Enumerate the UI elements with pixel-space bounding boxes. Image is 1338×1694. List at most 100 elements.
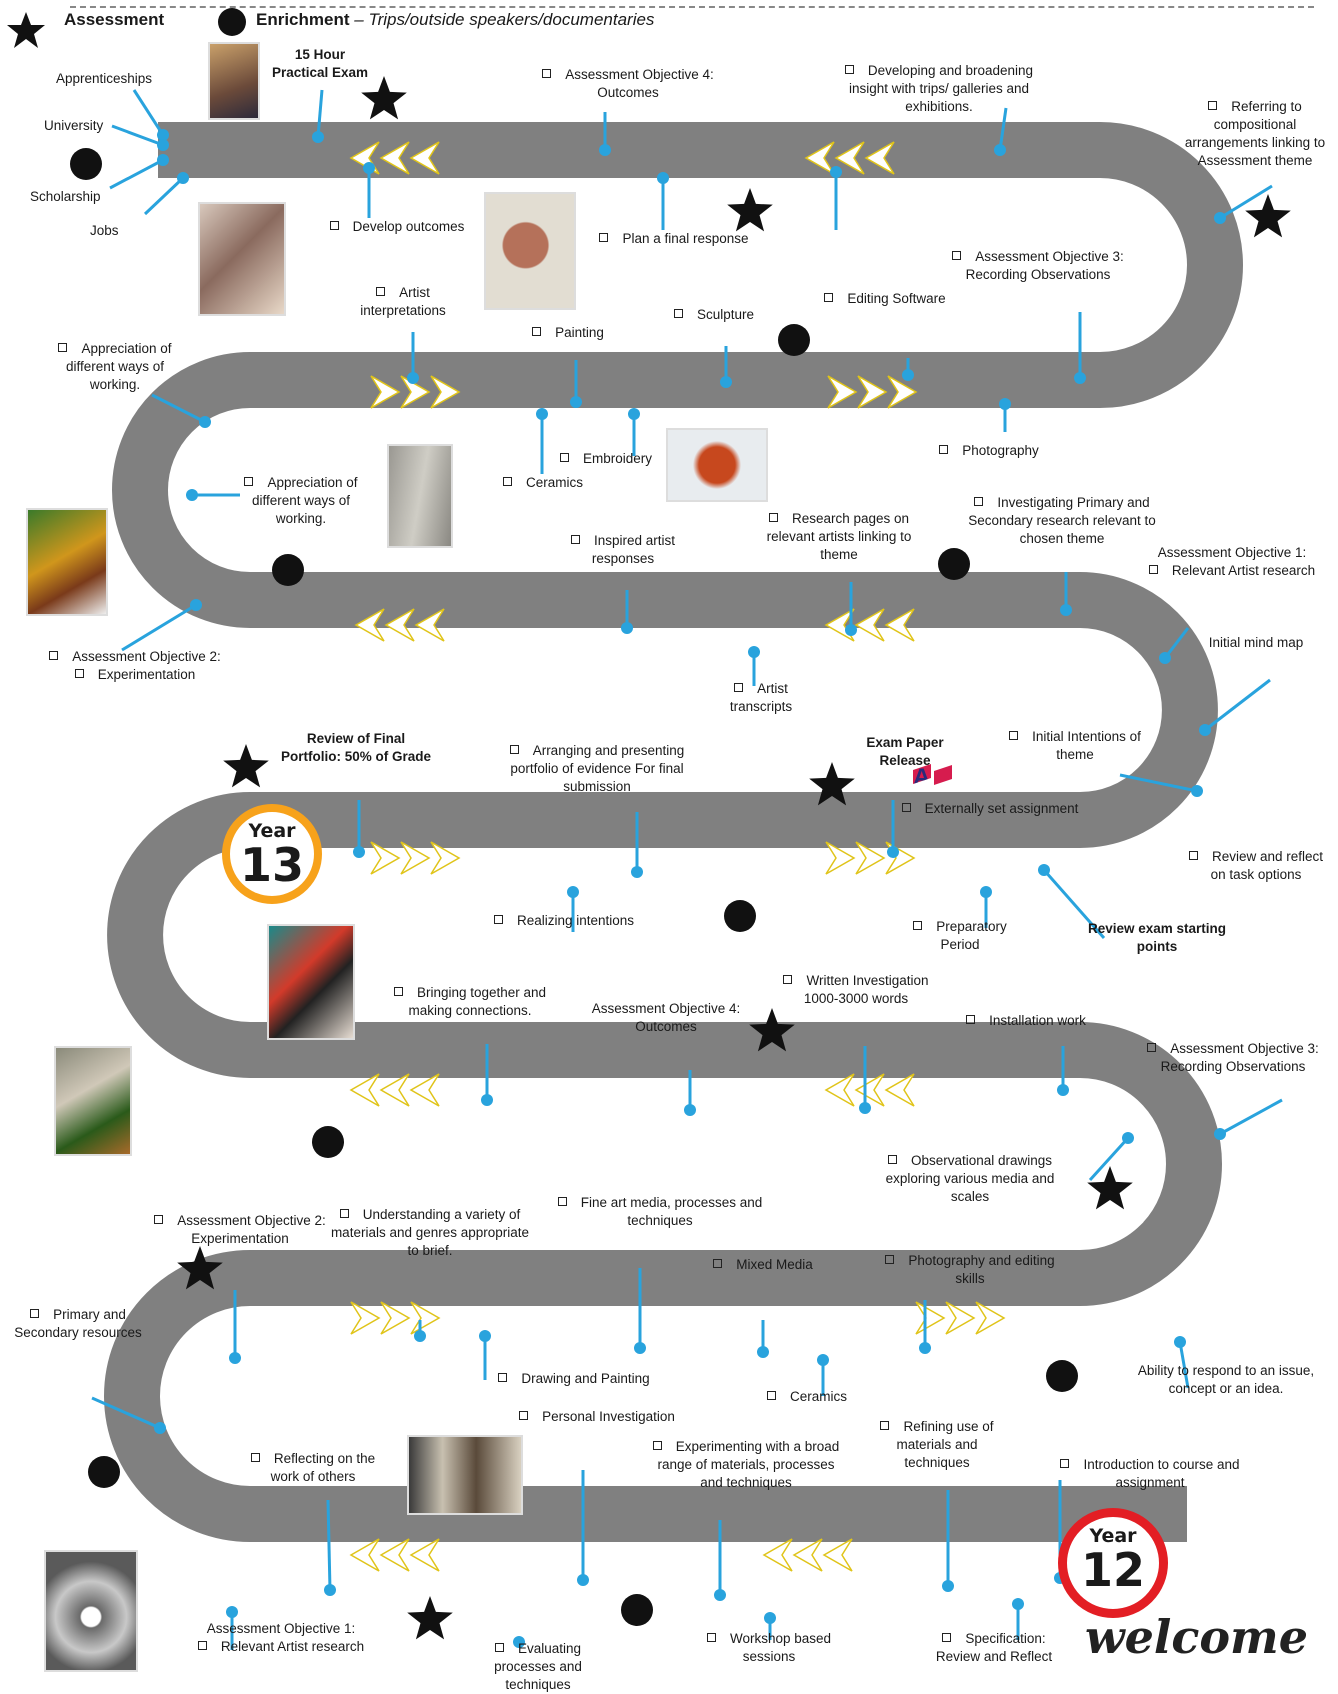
label-text: Installation work xyxy=(989,1013,1086,1028)
chevron-arrow xyxy=(379,1538,410,1572)
connector-dot xyxy=(859,1102,871,1114)
enrichment-circle-icon xyxy=(70,148,102,180)
connector-dot xyxy=(577,1574,589,1586)
chevron-arrow xyxy=(824,1073,855,1107)
label-text: Inspired artist responses xyxy=(591,533,676,566)
label-text: Photography xyxy=(962,443,1039,458)
checkbox-icon xyxy=(768,513,778,522)
connector-dot xyxy=(1057,1084,1069,1096)
label-painting: Painting xyxy=(518,324,618,342)
checkbox-icon xyxy=(509,745,519,754)
connector-dot xyxy=(1214,1128,1226,1140)
label-text: Assessment Objective 3: Recording Observ… xyxy=(965,249,1124,282)
chevron-arrow xyxy=(854,608,885,642)
label-text: Written Investigation 1000-3000 words xyxy=(803,973,929,1006)
connector-line xyxy=(1219,1098,1283,1136)
checkbox-icon xyxy=(570,535,580,544)
connector-line xyxy=(1204,678,1271,732)
connector-line xyxy=(1178,1341,1190,1389)
label-text: Personal Investigation xyxy=(542,1409,675,1424)
chevron-arrow xyxy=(380,1301,411,1335)
label-review-reflect-task: Review and reflect on task options xyxy=(1186,848,1326,884)
label-ao2-y12: Assessment Objective 2: Experimentation xyxy=(140,1212,340,1248)
checkbox-icon xyxy=(766,1391,776,1400)
label-understanding: Understanding a variety of materials and… xyxy=(330,1206,530,1260)
label-ao1-y13: Assessment Objective 1:Relevant Artist r… xyxy=(1134,544,1330,580)
checkbox-icon xyxy=(494,1643,504,1652)
connector-dot xyxy=(887,846,899,858)
chevron-arrow xyxy=(350,1301,381,1335)
label-text: Evaluating processes and techniques xyxy=(494,1641,582,1692)
aqa-logo: AQA xyxy=(910,762,990,790)
checkbox-icon xyxy=(154,1215,164,1224)
connector-dot xyxy=(748,646,760,658)
label-appreciation-1: Appreciation of different ways of workin… xyxy=(40,340,190,394)
connector-dot xyxy=(817,1354,829,1366)
welcome-text: welcome xyxy=(1085,1610,1308,1664)
label-ao3-y12: Assessment Objective 3: Recording Observ… xyxy=(1128,1040,1338,1076)
label-text: Assessment Objective 1: xyxy=(206,1621,356,1636)
label-text: Developing and broadening insight with t… xyxy=(848,63,1034,114)
checkbox-icon xyxy=(376,287,386,296)
label-workshop: Workshop based sessions xyxy=(704,1630,834,1666)
checkbox-icon xyxy=(244,477,254,486)
connector-dot xyxy=(157,139,169,151)
connector-line xyxy=(91,1396,161,1430)
label-investigating: Investigating Primary and Secondary rese… xyxy=(952,494,1172,548)
connector-dot xyxy=(154,1422,166,1434)
year12-number: 12 xyxy=(1080,1543,1145,1597)
chevron-arrow xyxy=(384,608,415,642)
label-experimenting: Experimenting with a broad range of mate… xyxy=(646,1438,846,1492)
chevron-arrow xyxy=(409,1538,440,1572)
label-compositional: Referring to compositional arrangements … xyxy=(1180,98,1330,170)
checkbox-icon xyxy=(880,1421,890,1430)
label-text: Embroidery xyxy=(582,451,653,466)
label-specification: Specification: Review and Reflect xyxy=(926,1630,1062,1666)
connector-dot xyxy=(363,162,375,174)
label-ability: Ability to respond to an issue, concept … xyxy=(1137,1363,1315,1396)
checkbox-icon xyxy=(901,803,911,812)
connector-dot xyxy=(312,131,324,143)
checkbox-icon xyxy=(74,669,84,678)
connector-line xyxy=(111,124,164,147)
label-text: Externally set assignment xyxy=(924,801,1079,816)
enrichment-circle-icon xyxy=(724,900,756,932)
chevron-arrow xyxy=(884,1073,915,1107)
label-primary-secondary: Primary and Secondary resources xyxy=(8,1306,148,1342)
label-refining: Refining use of materials and techniques xyxy=(862,1418,1012,1472)
chevron-arrow xyxy=(400,841,431,875)
checkbox-icon xyxy=(339,1209,349,1218)
label-ao1-y12: Assessment Objective 1:Relevant Artist r… xyxy=(186,1620,376,1656)
artwork-image xyxy=(387,444,453,548)
chevron-arrow xyxy=(945,1301,976,1335)
connector-line xyxy=(1088,1136,1130,1182)
label-ao4-outcomes-top: Assessment Objective 4: Outcomes xyxy=(528,66,728,102)
connector-dot xyxy=(1159,652,1171,664)
label-written-investigation: Written Investigation 1000-3000 words xyxy=(766,972,946,1008)
connector-dot xyxy=(1174,1336,1186,1348)
connector-dot xyxy=(1199,724,1211,736)
checkbox-icon xyxy=(1147,1043,1157,1052)
chevron-arrow xyxy=(887,375,918,409)
label-review-exam: Review exam starting points xyxy=(1087,921,1227,954)
label-text: Workshop based sessions xyxy=(729,1631,832,1664)
connector-dot xyxy=(599,144,611,156)
checkbox-icon xyxy=(58,343,68,352)
chevron-arrow xyxy=(864,141,895,175)
label-plan-final: Plan a final response xyxy=(584,230,764,248)
chevron-arrow xyxy=(370,841,401,875)
connector-dot xyxy=(684,1104,696,1116)
enrichment-circle-icon xyxy=(312,1126,344,1158)
checkbox-icon xyxy=(493,915,503,924)
chevron-arrow xyxy=(884,608,915,642)
label-realizing: Realizing intentions xyxy=(474,912,654,930)
assessment-star-icon xyxy=(1087,1166,1133,1210)
label-fine-art: Fine art media, processes and techniques xyxy=(550,1194,770,1230)
label-text: Arranging and presenting portfolio of ev… xyxy=(510,743,685,794)
assessment-star-icon xyxy=(749,1008,795,1052)
connector-dot xyxy=(628,408,640,420)
label-photography: Photography xyxy=(924,442,1054,460)
chevron-arrow xyxy=(349,1538,380,1572)
assessment-star-icon xyxy=(809,762,855,806)
